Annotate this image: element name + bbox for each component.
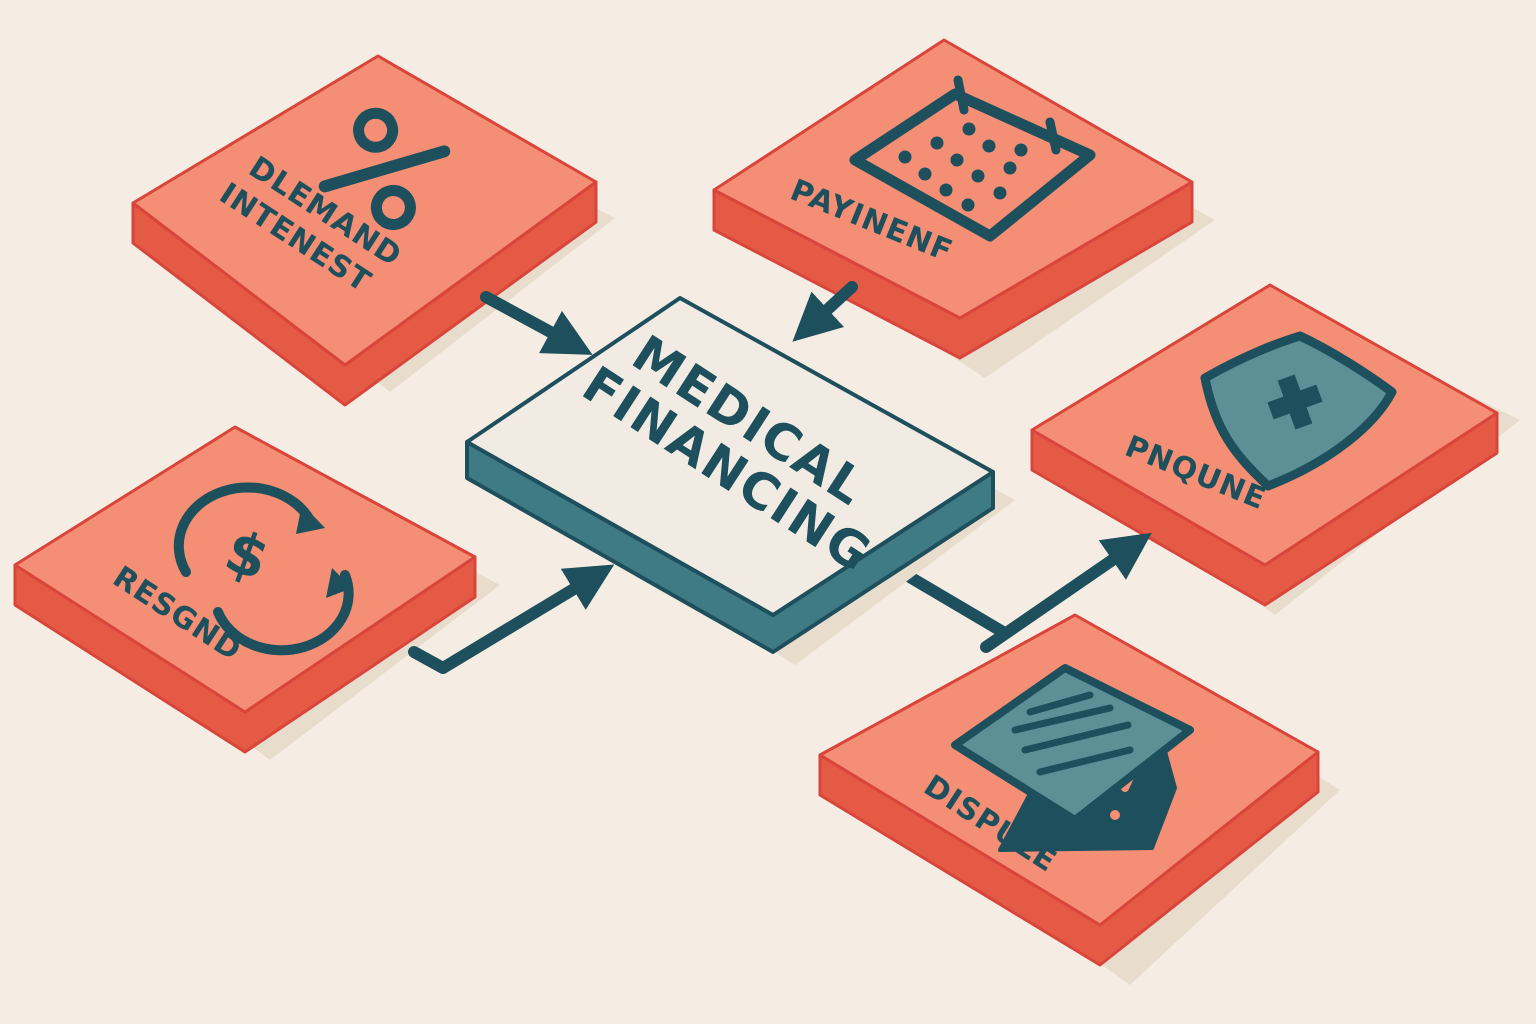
tile-dispute[interactable]: DISPULE <box>818 613 1340 985</box>
calendar-icon <box>849 75 1096 242</box>
tile-top <box>131 54 598 367</box>
arrow-interest-to-center <box>480 291 593 355</box>
tile-top <box>13 425 477 714</box>
center-tile-medical-financing[interactable]: MEDICAL FINANCING <box>465 296 1015 665</box>
percent-icon <box>318 107 451 230</box>
document-alert-icon <box>951 664 1194 852</box>
tile-insurance[interactable]: PNQUNE <box>1030 283 1520 615</box>
tile-refund[interactable]: $ RESGND <box>13 425 500 760</box>
tile-interest[interactable]: DLEMAND INTENEST <box>131 54 615 407</box>
connectors <box>408 281 1152 674</box>
tile-payment[interactable]: PAYINENF <box>712 38 1215 378</box>
connector-center-to-dispute <box>897 567 1009 638</box>
calendar-dots <box>898 122 1028 212</box>
arrow-center-to-insurance <box>980 532 1152 653</box>
shield-cross-icon <box>1200 331 1397 491</box>
center-top <box>465 296 995 617</box>
arrow-refund-to-center <box>408 564 615 674</box>
arrow-payment-to-center <box>792 281 858 342</box>
